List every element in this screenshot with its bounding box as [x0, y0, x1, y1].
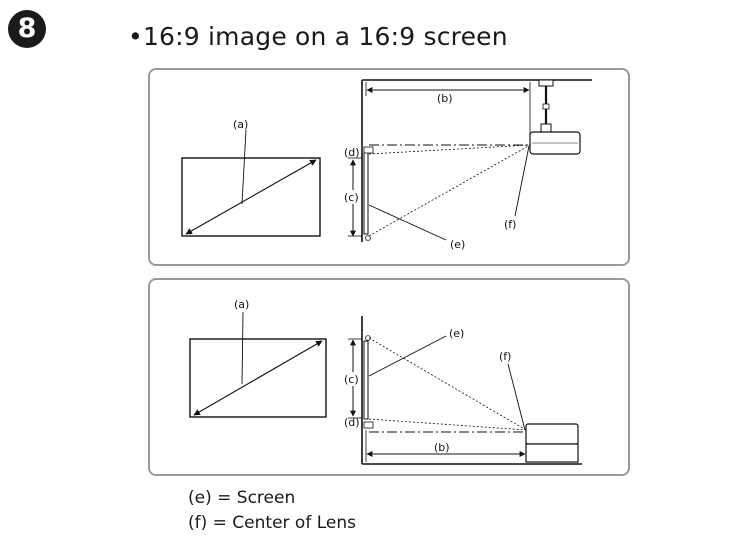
projection-ray-bottom — [368, 418, 527, 431]
legend-screen: (e) = Screen — [188, 488, 296, 508]
step-number-badge: 8 — [8, 10, 46, 48]
legend-lens-center: (f) = Center of Lens — [188, 513, 356, 533]
image-diagonal-arrow — [193, 340, 323, 416]
page-title: •16:9 image on a 16:9 screen — [128, 22, 508, 51]
projection-ray-top — [368, 144, 531, 155]
label-a: (a) — [234, 298, 249, 311]
label-a-leader — [241, 129, 247, 205]
image-size-rectangle — [189, 338, 327, 418]
ceiling-mount-joint — [542, 103, 550, 110]
label-c-bg — [343, 190, 361, 204]
label-c-bg — [343, 372, 361, 386]
label-e-leader — [368, 335, 447, 377]
label-e: (e) — [449, 327, 464, 340]
projection-ray-bottom — [368, 144, 531, 237]
ceiling-mount-plate — [538, 79, 554, 87]
label-f-leader — [514, 145, 530, 217]
label-b: (b) — [437, 92, 453, 105]
label-a-leader — [241, 311, 244, 385]
ceiling-mount-diagram: (a) (b) (c) (d) (e) — [181, 79, 592, 251]
label-e: (e) — [450, 238, 465, 251]
projector-body — [525, 423, 579, 445]
label-f: (f) — [499, 350, 511, 363]
label-d: (d) — [344, 416, 360, 429]
label-c: (c) — [344, 373, 359, 386]
label-d: (d) — [344, 146, 360, 159]
screen-surface — [363, 151, 369, 235]
ceiling-mount-diagram-panel: (a) (b) (c) (d) (e) — [148, 68, 630, 266]
screen-surface — [363, 340, 369, 420]
label-e-leader — [368, 204, 447, 241]
image-diagonal-arrow — [185, 159, 317, 235]
ceiling-mount-bracket — [540, 123, 552, 133]
screen-bottom-bracket — [363, 421, 374, 429]
screen-top-bracket — [363, 146, 374, 154]
label-f: (f) — [504, 218, 516, 231]
label-b: (b) — [434, 441, 450, 454]
label-a: (a) — [233, 118, 248, 131]
projector-stand — [525, 443, 579, 463]
diagram-legend: (e) = Screen (f) = Center of Lens — [188, 486, 356, 536]
table-setup-diagram-panel: (a) (c) (d) (b) (e) (f) — [148, 278, 630, 476]
label-c: (c) — [344, 191, 359, 204]
label-f-leader — [507, 363, 526, 431]
screen-top-marker — [365, 335, 371, 341]
table-setup-diagram: (a) (c) (d) (b) (e) (f) — [189, 298, 582, 465]
image-size-rectangle — [181, 157, 321, 237]
screen-bottom-marker — [365, 235, 371, 241]
